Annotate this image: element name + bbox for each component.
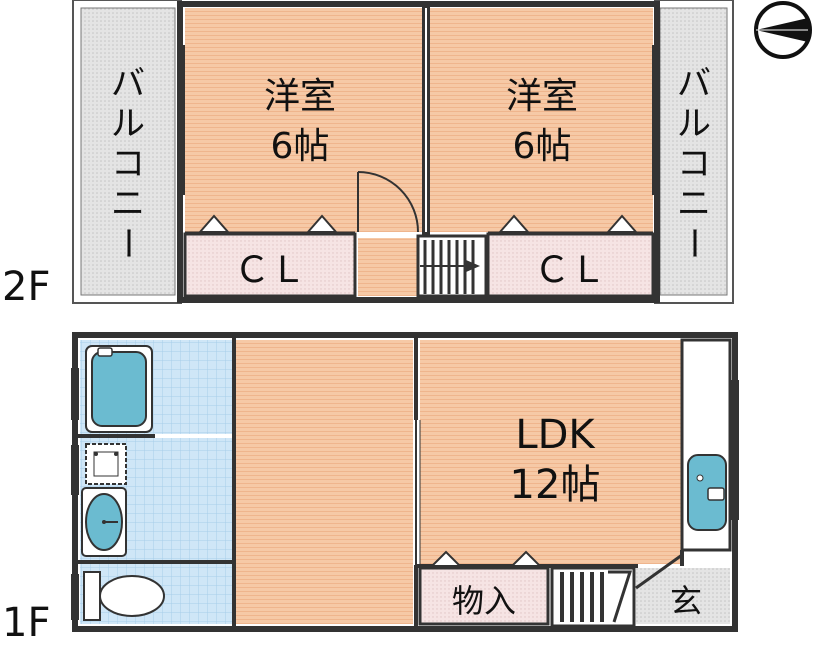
east-balcony [654,0,734,304]
storage-door-marks [429,550,543,567]
balcony-char: コ [111,144,145,184]
compass-icon [754,1,812,59]
ldk-name: LDK [515,412,596,458]
hall-floor [358,238,418,296]
east-room-floor [430,8,653,232]
toilet-icon [83,571,165,621]
west-balcony [72,0,182,304]
balcony-char: ニ [111,184,145,224]
entrance-label: 玄 [670,582,702,620]
balcony-char: バ [677,64,711,104]
lower-floor: LDK 12帖 物入 玄 1F [2,332,739,646]
balcony-char: バ [111,64,145,104]
balcony-char: ル [111,104,145,144]
balcony-char: ー [673,226,713,260]
east-balcony-label: バ ル コ ニ ー [673,64,713,260]
windows-upper [177,45,660,195]
washing-machine-icon [85,443,127,485]
west-room-floor [185,8,423,232]
balcony-char: ル [677,104,711,144]
lower-floor-label: 1F [2,600,50,646]
west-balcony-label: バ ル コ ニ ー [107,64,147,260]
east-room-name: 洋室 [506,76,578,117]
balcony-char: ニ [677,184,711,224]
balcony-char: コ [677,144,711,184]
storage-room [418,566,550,626]
kitchen-sink-icon [687,454,727,531]
west-closet-label: ＣＬ [234,250,306,291]
hall-lower-floor [236,340,413,624]
east-room-size: 6帖 [513,126,572,167]
washbasin-icon [81,487,127,557]
storage-label: 物入 [452,582,516,620]
upper-floor-label: 2F [2,264,50,310]
east-closet-label: ＣＬ [534,250,606,291]
door-swing [357,171,419,233]
ldk-size: 12帖 [510,462,601,508]
upper-floor: 洋室 6帖 洋室 6帖 ＣＬ ＣＬ バ ル コ ニ ー バ ル コ ニ ー 2F [2,0,734,310]
bathtub-icon [85,345,153,433]
west-room-name: 洋室 [264,76,336,117]
west-room-size: 6帖 [271,126,330,167]
stairs-icon [550,566,636,628]
stairs-icon [416,234,488,298]
balcony-char: ー [107,226,147,260]
ldk-floor [420,340,682,564]
windows-lower [71,368,739,620]
